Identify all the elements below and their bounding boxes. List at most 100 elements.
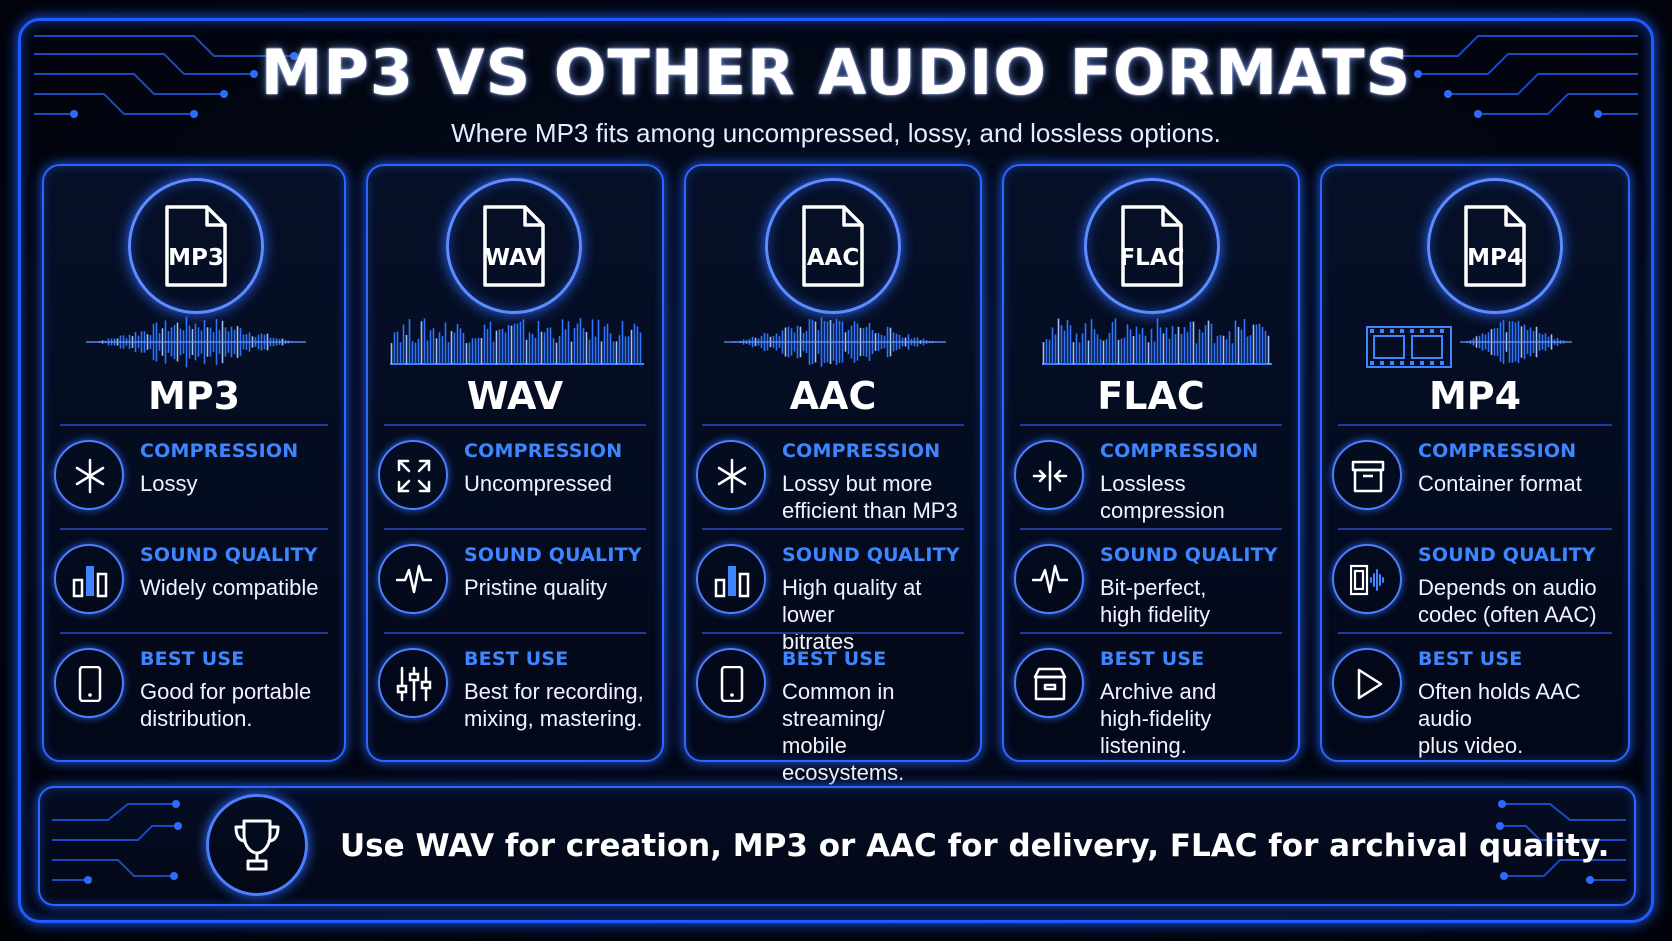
sound-quality-label: SOUND QUALITY — [140, 544, 318, 566]
sound-quality-label: SOUND QUALITY — [782, 544, 960, 566]
compression-label: COMPRESSION — [464, 440, 623, 462]
best-use-value: Archive and high-fidelity listening. — [1100, 679, 1217, 758]
summary-footer: Use WAV for creation, MP3 or AAC for del… — [38, 786, 1636, 906]
bar-chart-icon — [696, 544, 766, 614]
mixer-sliders-icon — [378, 648, 448, 718]
format-name: MP3 — [147, 374, 241, 418]
waveform-icon — [378, 544, 448, 614]
file-badge: AAC — [765, 178, 901, 314]
page-title: MP3 VS OTHER AUDIO FORMATS — [260, 36, 1412, 109]
badge-label: MP4 — [1467, 245, 1523, 271]
film-strip-graphic — [1366, 326, 1452, 368]
circuit-decoration-bottom-right — [1496, 800, 1626, 884]
waveform-icon — [1014, 544, 1084, 614]
trophy-badge — [206, 794, 308, 896]
sound-quality-label: SOUND QUALITY — [1100, 544, 1278, 566]
play-icon — [1332, 648, 1402, 718]
compression-row: COMPRESSION Lossless compression — [1014, 426, 1292, 526]
outer-frame — [18, 18, 1654, 923]
best-use-value: Common in streaming/ mobile ecosystems. — [782, 679, 905, 785]
file-icon — [165, 205, 227, 287]
format-card-flac: FLAC FLAC COMPRESSION Lossless compressi… — [1002, 164, 1300, 762]
compression-value: Lossy but more efficient than MP3 — [782, 471, 958, 523]
best-use-row: BEST USE Good for portable distribution. — [54, 634, 338, 734]
divider — [1020, 632, 1282, 634]
archive-box-icon — [1014, 648, 1084, 718]
compression-row: COMPRESSION Lossy — [54, 426, 338, 526]
divider — [60, 528, 328, 530]
best-use-value: Often holds AAC audio plus video. — [1418, 679, 1581, 758]
bar-chart-icon — [54, 544, 124, 614]
best-use-label: BEST USE — [464, 648, 569, 670]
divider — [702, 632, 964, 634]
sound-quality-value: Widely compatible — [140, 575, 319, 600]
format-name: FLAC — [1097, 374, 1205, 418]
best-use-row: BEST USE Common in streaming/ mobile eco… — [696, 634, 974, 785]
format-card-wav: WAV WAV COMPRESSION Uncompressed SOUND Q… — [366, 164, 664, 762]
divider — [1338, 632, 1612, 634]
file-badge: WAV — [446, 178, 582, 314]
best-use-label: BEST USE — [1100, 648, 1205, 670]
sound-quality-value: Depends on audio codec (often AAC) — [1418, 575, 1597, 627]
format-name: MP4 — [1428, 374, 1522, 418]
file-icon — [1464, 205, 1526, 287]
compression-value: Container format — [1418, 471, 1582, 496]
container-box-icon — [1332, 440, 1402, 510]
sound-quality-row: SOUND QUALITY Depends on audio codec (of… — [1332, 530, 1622, 630]
sound-quality-row: SOUND QUALITY High quality at lower bitr… — [696, 530, 974, 654]
sound-quality-value: Bit-perfect, high fidelity — [1100, 575, 1211, 627]
sound-quality-row: SOUND QUALITY Widely compatible — [54, 530, 338, 630]
sound-quality-value: Pristine quality — [464, 575, 608, 600]
file-badge: MP3 — [128, 178, 264, 314]
compression-label: COMPRESSION — [1418, 440, 1577, 462]
badge-label: AAC — [806, 245, 860, 271]
compression-row: COMPRESSION Uncompressed — [378, 426, 656, 526]
trophy-icon — [234, 819, 280, 871]
compress-arrows-icon — [1014, 440, 1084, 510]
compression-label: COMPRESSION — [140, 440, 299, 462]
divider — [60, 632, 328, 634]
divider — [1020, 528, 1282, 530]
compression-value: Lossy — [140, 471, 198, 496]
best-use-label: BEST USE — [1418, 648, 1523, 670]
format-name: AAC — [789, 374, 877, 418]
best-use-value: Good for portable distribution. — [140, 679, 312, 731]
divider — [1020, 424, 1282, 426]
format-name: WAV — [466, 374, 564, 418]
best-use-row: BEST USE Often holds AAC audio plus vide… — [1332, 634, 1622, 758]
smartphone-icon — [696, 648, 766, 718]
format-card-aac: AAC AAC COMPRESSION Lossy but more effic… — [684, 164, 982, 785]
waveform-graphic — [86, 316, 306, 368]
film-audio-icon — [1332, 544, 1402, 614]
divider — [60, 424, 328, 426]
circuit-decoration-top-right — [1374, 35, 1638, 118]
divider — [384, 424, 646, 426]
best-use-row: BEST USE Best for recording, mixing, mas… — [378, 634, 656, 734]
file-icon — [1121, 205, 1183, 287]
divider — [702, 424, 964, 426]
divider — [1338, 424, 1612, 426]
sound-quality-label: SOUND QUALITY — [464, 544, 642, 566]
sound-quality-row: SOUND QUALITY Pristine quality — [378, 530, 656, 630]
best-use-row: BEST USE Archive and high-fidelity liste… — [1014, 634, 1292, 758]
file-icon — [802, 205, 864, 287]
badge-label: FLAC — [1119, 245, 1185, 271]
waveform-graphic — [724, 317, 946, 367]
best-use-label: BEST USE — [140, 648, 245, 670]
divider — [384, 632, 646, 634]
best-use-label: BEST USE — [782, 648, 887, 670]
sound-quality-row: SOUND QUALITY Bit-perfect, high fidelity — [1014, 530, 1292, 630]
compression-label: COMPRESSION — [782, 440, 941, 462]
format-card-mp3: MP3 MP3 COMPRESSION Lossy SOUND QUALITY … — [42, 164, 346, 762]
file-badge: MP4 — [1427, 178, 1563, 314]
summary-text: Use WAV for creation, MP3 or AAC for del… — [340, 828, 1610, 864]
compress-star-icon — [696, 440, 766, 510]
badge-label: WAV — [484, 245, 544, 271]
page-subtitle: Where MP3 fits among uncompressed, lossy… — [451, 118, 1221, 148]
waveform-graphic — [1460, 320, 1572, 364]
divider — [384, 528, 646, 530]
compression-value: Uncompressed — [464, 471, 612, 496]
best-use-value: Best for recording, mixing, mastering. — [464, 679, 644, 731]
compression-value: Lossless compression — [1100, 471, 1225, 523]
badge-label: MP3 — [168, 245, 224, 271]
